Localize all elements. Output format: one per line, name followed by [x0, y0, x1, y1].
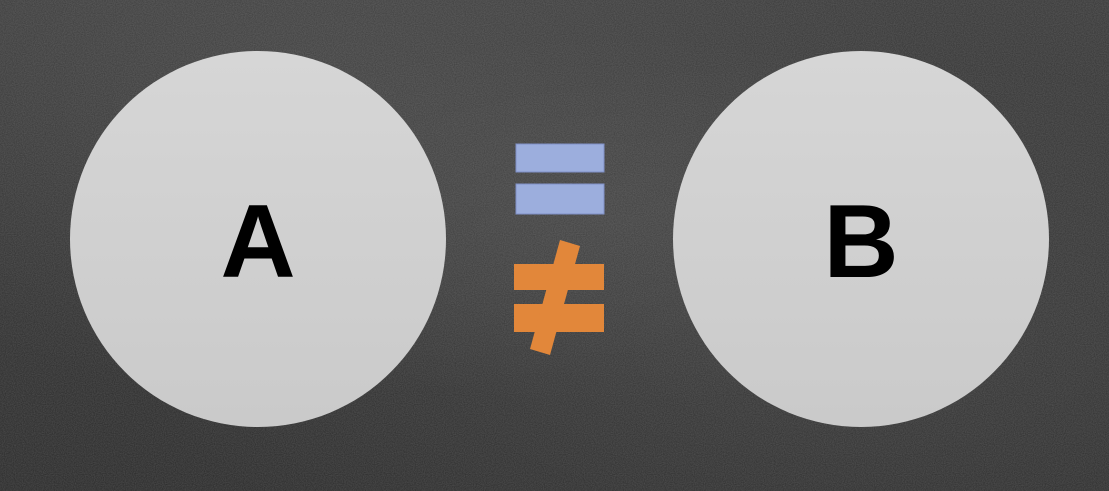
- comparison-symbols: [514, 143, 605, 355]
- circle-b: B: [673, 51, 1049, 427]
- circle-b-label: B: [823, 184, 899, 300]
- circle-a-label: A: [220, 184, 296, 300]
- not-equals-icon: [514, 240, 604, 355]
- circle-a: A: [70, 51, 446, 427]
- equals-icon: [515, 143, 605, 215]
